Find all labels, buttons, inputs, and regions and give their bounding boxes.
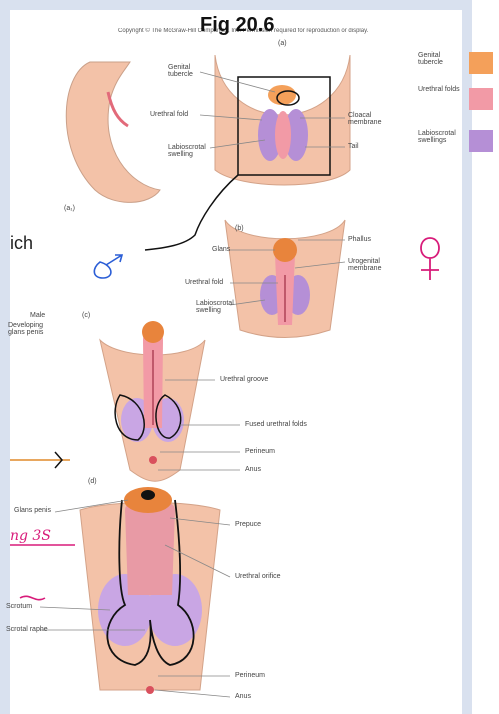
legend-swatch-labioscrotal-swellings: [469, 130, 493, 152]
label-a-urethral-fold: Urethral fold: [150, 111, 188, 118]
label-d-perineum: Perineum: [235, 672, 265, 679]
label-c-male: Male: [30, 312, 45, 319]
label-d-glans-penis: Glans penis: [14, 507, 51, 514]
label-a-cloacal-membrane: Cloacal membrane: [348, 112, 393, 126]
legend-label-urethral-folds: Urethral folds: [418, 86, 464, 93]
fetus-body: [66, 62, 160, 202]
label-c-perineum: Perineum: [245, 448, 275, 455]
label-b-phallus: Phallus: [348, 236, 371, 243]
label-d-scrotum: Scrotum: [6, 603, 32, 610]
legend-label-genital-tubercle: Genital tubercle: [418, 52, 464, 66]
label-c-developing-glans-penis: Developing glans penis: [8, 322, 56, 336]
label-b-glans: Glans: [212, 246, 230, 253]
handwriting-annotation: ng 3S: [10, 528, 51, 544]
label-d-anus: Anus: [235, 693, 251, 700]
label-b-urogenital-membrane: Urogenital membrane: [348, 258, 393, 272]
subpanel-b: (b): [235, 225, 244, 232]
subpanel-d: (d): [88, 478, 97, 485]
label-b-labioscrotal-swelling: Labioscrotal swelling: [196, 300, 236, 314]
subpanel-c: (c): [82, 312, 90, 319]
label-d-prepuce: Prepuce: [235, 521, 261, 528]
label-a-labioscrotal-swelling: Labioscrotal swelling: [168, 144, 213, 158]
label-a-genital-tubercle: Genital tubercle: [168, 64, 208, 78]
label-a-tail: Tail: [348, 143, 359, 150]
legend-swatch-genital-tubercle: [469, 52, 493, 74]
subpanel-a1: (a₁): [64, 205, 75, 212]
label-d-urethral-orifice: Urethral orifice: [235, 573, 281, 580]
label-c-fused-urethral-folds: Fused urethral folds: [245, 421, 307, 428]
label-c-urethral-groove: Urethral groove: [220, 376, 268, 383]
legend-swatch-urethral-folds: [469, 88, 493, 110]
label-c-anus: Anus: [245, 466, 261, 473]
slide-text-fragment: ich: [10, 233, 33, 254]
subpanel-a: (a): [278, 40, 287, 47]
legend-label-labioscrotal-swellings: Labioscrotal swellings: [418, 130, 464, 144]
label-b-urethral-fold: Urethral fold: [185, 279, 223, 286]
label-d-scrotal-raphe: Scrotal raphe: [6, 626, 48, 633]
